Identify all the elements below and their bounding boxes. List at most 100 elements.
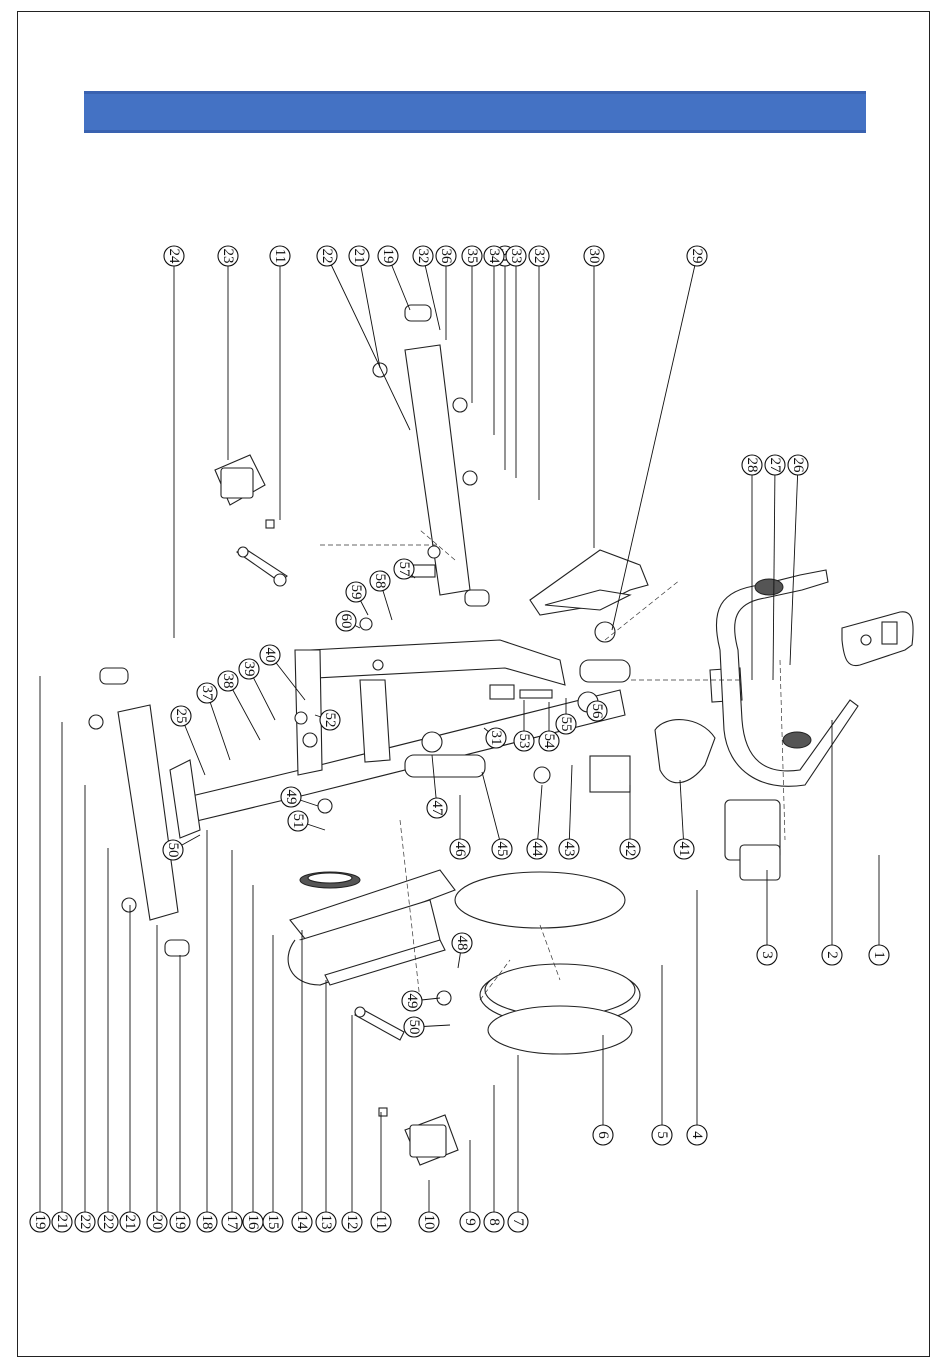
- callout-18: 18: [197, 830, 217, 1232]
- callout-2: 2: [822, 720, 842, 965]
- callout-number: 50: [406, 1020, 422, 1035]
- callout-number: 51: [290, 814, 306, 829]
- callout-21: 21: [52, 722, 72, 1232]
- callout-number: 57: [396, 562, 412, 578]
- callout-31: 31: [495, 246, 515, 470]
- callout-50: 50: [404, 1017, 450, 1037]
- callout-number: 32: [415, 249, 431, 264]
- callout-number: 27: [767, 458, 783, 474]
- callout-17: 17: [222, 850, 242, 1232]
- callout-21: 21: [349, 246, 380, 368]
- callout-number: 18: [199, 1215, 215, 1230]
- drive-assembly: [288, 870, 455, 985]
- callout-21: 21: [120, 905, 140, 1232]
- callout-number: 37: [199, 686, 215, 702]
- callout-number: 46: [452, 842, 468, 858]
- handlebar: [716, 570, 858, 786]
- callout-13: 13: [316, 980, 336, 1232]
- callout-number: 48: [454, 936, 470, 951]
- callout-6: 6: [593, 1035, 613, 1145]
- callout-number: 38: [220, 674, 236, 689]
- callout-number: 52: [322, 713, 338, 728]
- callout-number: 39: [241, 662, 257, 677]
- callout-number: 16: [245, 1215, 261, 1231]
- callout-11: 11: [371, 1112, 391, 1232]
- callout-number: 47: [429, 801, 445, 817]
- callout-20: 20: [147, 925, 167, 1232]
- callout-number: 15: [265, 1215, 281, 1230]
- callout-leader-line: [612, 256, 697, 630]
- callout-number: 33: [508, 249, 524, 264]
- callout-22: 22: [317, 246, 410, 430]
- callout-number: 6: [595, 1131, 611, 1139]
- callout-58: 58: [370, 571, 392, 620]
- callout-number: 55: [558, 717, 574, 732]
- callout-12: 12: [342, 1015, 362, 1232]
- callout-number: 32: [531, 249, 547, 264]
- callout-leader-line: [790, 465, 798, 665]
- callout-number: 59: [348, 585, 364, 600]
- callout-24: 24: [164, 246, 184, 638]
- callout-41: 41: [674, 780, 694, 859]
- callout-number: 14: [294, 1215, 310, 1231]
- callout-number: 9: [462, 1218, 478, 1226]
- callout-43: 43: [559, 765, 579, 859]
- callout-number: 30: [586, 249, 602, 264]
- callout-number: 45: [494, 842, 510, 857]
- callout-number: 56: [589, 704, 605, 720]
- callout-59: 59: [346, 582, 368, 615]
- callout-7: 7: [508, 1055, 528, 1232]
- callout-28: 28: [742, 455, 762, 680]
- callout-27: 27: [765, 455, 785, 680]
- callout-number: 54: [541, 734, 557, 750]
- callout-56: 56: [587, 701, 607, 721]
- callout-number: 11: [373, 1215, 389, 1229]
- callout-15: 15: [263, 935, 283, 1232]
- callout-number: 34: [486, 249, 502, 265]
- callout-19: 19: [170, 955, 190, 1232]
- callout-number: 7: [510, 1218, 526, 1226]
- callout-number: 53: [516, 734, 532, 749]
- callout-1: 1: [869, 855, 889, 965]
- callout-number: 13: [318, 1215, 334, 1230]
- callout-44: 44: [527, 785, 547, 859]
- callout-number: 22: [100, 1215, 116, 1230]
- callout-number: 49: [404, 994, 420, 1009]
- callout-number: 2: [824, 951, 840, 959]
- callout-number: 31: [488, 731, 504, 746]
- callout-number: 26: [790, 458, 806, 474]
- callout-22: 22: [98, 848, 118, 1232]
- callout-49: 49: [402, 991, 440, 1011]
- callout-number: 17: [224, 1215, 240, 1231]
- callout-leader-line: [482, 772, 502, 849]
- callout-leader-line: [569, 765, 572, 849]
- callout-number: 5: [654, 1131, 670, 1139]
- callout-leader-line: [773, 465, 775, 680]
- callout-26: 26: [788, 455, 808, 665]
- callout-leader-line: [359, 256, 380, 368]
- callout-number: 25: [173, 709, 189, 724]
- callout-48: 48: [452, 933, 472, 968]
- callout-45: 45: [482, 772, 512, 859]
- callout-number: 24: [166, 249, 182, 265]
- callout-number: 19: [172, 1215, 188, 1230]
- callout-number: 28: [744, 458, 760, 473]
- callout-33: 33: [506, 246, 526, 478]
- callout-number: 21: [351, 249, 367, 264]
- console-display: [842, 612, 913, 666]
- callout-number: 49: [283, 790, 299, 805]
- main-frame: [118, 345, 742, 920]
- callout-34: 34: [484, 246, 504, 435]
- callout-number: 22: [319, 249, 335, 264]
- callout-11: 11: [270, 246, 290, 520]
- callout-60: 60: [336, 611, 360, 631]
- callout-number: 36: [438, 249, 454, 265]
- callout-number: 23: [220, 249, 236, 264]
- callout-number: 21: [122, 1215, 138, 1230]
- callout-number: 8: [486, 1218, 502, 1226]
- callout-9: 9: [460, 1140, 480, 1232]
- callout-3: 3: [757, 870, 777, 965]
- pedal-left: [215, 455, 287, 586]
- callout-4: 4: [687, 890, 707, 1145]
- callout-51: 51: [288, 811, 325, 831]
